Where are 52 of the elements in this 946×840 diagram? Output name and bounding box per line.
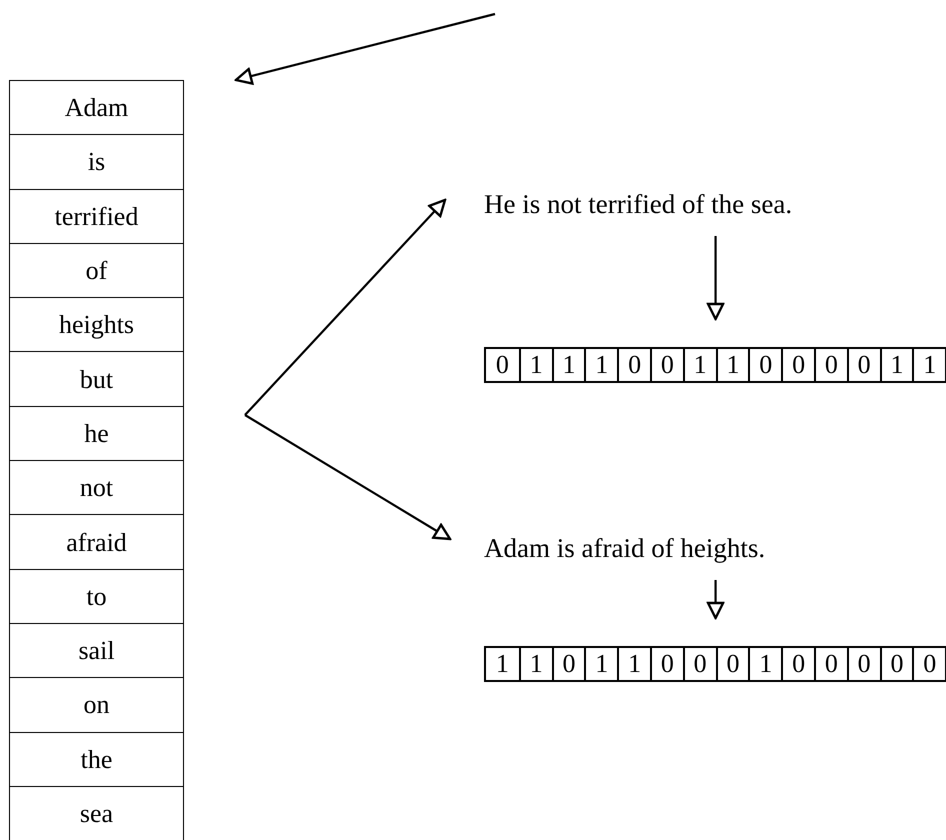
bit-cell: 0: [617, 349, 650, 381]
word-cell: he: [10, 406, 183, 462]
word-cell: sail: [10, 624, 183, 678]
bit-cell: 1: [682, 349, 716, 381]
bit-cell: 0: [846, 648, 880, 680]
bit-cell: 1: [552, 349, 584, 381]
bit-cell: 1: [518, 349, 552, 381]
word-cell: is: [10, 135, 183, 190]
bit-cell: 1: [880, 349, 912, 381]
bit-cell: 0: [781, 349, 814, 381]
bit-cell: 0: [814, 648, 847, 680]
sentence: He is not terrified of the sea.: [484, 186, 792, 222]
bit-cell: 1: [486, 648, 519, 680]
bit-cell: 0: [552, 648, 584, 680]
bit-cell: 0: [650, 648, 683, 680]
word-cell: terrified: [10, 190, 183, 244]
word-cell: heights: [10, 298, 183, 352]
bit-cell: 1: [617, 648, 650, 680]
arrow: [234, 12, 496, 85]
bit-cell: 0: [814, 349, 847, 381]
bit-vector: [484, 347, 946, 383]
word-cell: afraid: [10, 515, 183, 570]
bit-cell: 0: [650, 349, 683, 381]
word-cell: of: [10, 244, 183, 298]
bit-cell: 0: [912, 648, 946, 680]
arrow: [244, 198, 446, 416]
bit-cell: 0: [781, 648, 814, 680]
bit-cell: 0: [682, 648, 716, 680]
bit-cell: 1: [518, 648, 552, 680]
sentence: Adam is afraid of heights.: [484, 530, 766, 566]
word-cell: to: [10, 570, 183, 624]
bit-cell: 1: [748, 648, 782, 680]
word-cell: the: [10, 732, 183, 787]
bit-cell: 1: [912, 349, 946, 381]
bit-cell: 0: [880, 648, 912, 680]
bit-cell: 1: [716, 349, 748, 381]
bit-cell: 0: [716, 648, 748, 680]
word-cell: not: [10, 461, 183, 516]
arrow: [706, 580, 724, 620]
word-cell: but: [10, 352, 183, 407]
arrow: [244, 414, 452, 540]
word-cell: on: [10, 678, 183, 733]
word-column: [9, 80, 184, 840]
bit-cell: 1: [584, 648, 618, 680]
bit-cell: 0: [846, 349, 880, 381]
bit-cell: 0: [486, 349, 519, 381]
arrow: [706, 236, 724, 320]
bit-cell: 1: [584, 349, 618, 381]
word-cell: Adam: [10, 81, 183, 136]
word-cell: sea: [10, 786, 183, 840]
bit-vector: [484, 646, 946, 682]
bit-cell: 0: [748, 349, 782, 381]
